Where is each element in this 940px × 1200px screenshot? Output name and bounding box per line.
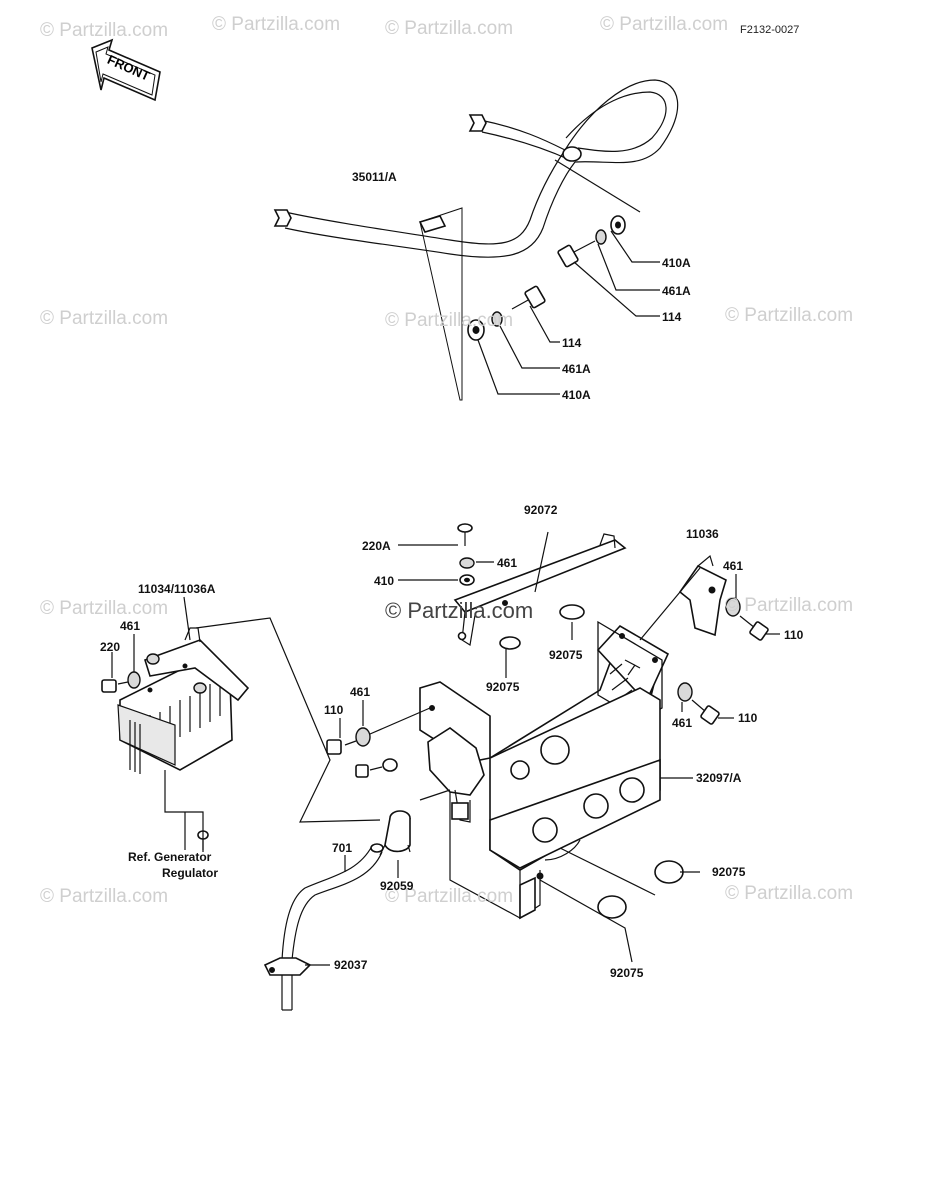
watermark-text: © Partzilla.com xyxy=(385,886,514,907)
part-label-461A: 461A xyxy=(562,362,591,376)
regulator-assembly xyxy=(101,596,381,852)
part-label-11034-11036A: 11034/11036A xyxy=(138,582,216,596)
watermark-text: © Partzilla.com xyxy=(40,886,169,907)
part-label-92075: 92075 xyxy=(712,865,746,879)
part-label-114: 114 xyxy=(662,310,682,324)
battery-cover-plate xyxy=(453,531,627,646)
part-label-92075: 92075 xyxy=(486,680,520,694)
watermark-text: © Partzilla.com xyxy=(385,18,514,39)
watermark-text: © Partzilla.com xyxy=(40,308,169,329)
part-label-410A: 410A xyxy=(662,256,691,270)
watermark-text: © Partzilla.com xyxy=(725,883,854,904)
case-hardware-right xyxy=(677,682,734,725)
part-label-701: 701 xyxy=(332,841,353,855)
part-label-461: 461 xyxy=(672,716,693,730)
part-label-220A: 220A xyxy=(362,539,391,553)
reference-label: Ref. Generator xyxy=(128,850,212,864)
part-label-114: 114 xyxy=(562,336,582,350)
watermark-text: © Partzilla.com xyxy=(600,14,729,35)
part-label-220: 220 xyxy=(100,640,121,654)
breather-assembly xyxy=(263,727,485,1011)
part-label-461: 461 xyxy=(723,559,744,573)
part-label-461A: 461A xyxy=(662,284,691,298)
front-arrow-icon: FRONT xyxy=(91,38,161,102)
watermark-text: © Partzilla.com xyxy=(40,20,169,41)
part-label-110: 110 xyxy=(784,628,804,642)
part-label-110: 110 xyxy=(738,711,758,725)
regulator-bracket-right xyxy=(639,554,780,641)
upper-left-hardware xyxy=(467,285,560,395)
battery-case xyxy=(419,620,693,920)
part-label-92072: 92072 xyxy=(524,503,558,517)
watermark-text: © Partzilla.com xyxy=(385,598,534,623)
part-label-35011: 35011/A xyxy=(352,170,397,184)
part-label-461: 461 xyxy=(120,619,141,633)
part-label-410: 410 xyxy=(374,574,395,588)
part-label-92075: 92075 xyxy=(610,966,644,980)
grab-bar-drawing xyxy=(273,79,679,401)
part-label-11036: 11036 xyxy=(686,527,719,541)
part-label-461: 461 xyxy=(350,685,371,699)
watermark-text: © Partzilla.com xyxy=(725,595,854,616)
cover-hardware xyxy=(398,523,494,586)
drawing-code: F2132-0027 xyxy=(740,24,800,36)
part-label-410A: 410A xyxy=(562,388,591,402)
part-label-32097: 32097/A xyxy=(696,771,742,785)
part-label-110: 110 xyxy=(324,703,344,717)
reference-label: Regulator xyxy=(162,866,219,880)
watermark-text: © Partzilla.com xyxy=(385,310,514,331)
rubber-caps xyxy=(499,604,700,963)
part-label-92075: 92075 xyxy=(549,648,583,662)
watermark-text: © Partzilla.com xyxy=(725,305,854,326)
upper-right-hardware xyxy=(557,215,660,317)
watermark-text: © Partzilla.com xyxy=(40,598,169,619)
case-hardware-mid xyxy=(326,700,431,778)
part-label-461: 461 xyxy=(497,556,518,570)
part-label-92037: 92037 xyxy=(334,958,368,972)
part-label-92059: 92059 xyxy=(380,879,414,893)
watermark-text: © Partzilla.com xyxy=(212,14,341,35)
